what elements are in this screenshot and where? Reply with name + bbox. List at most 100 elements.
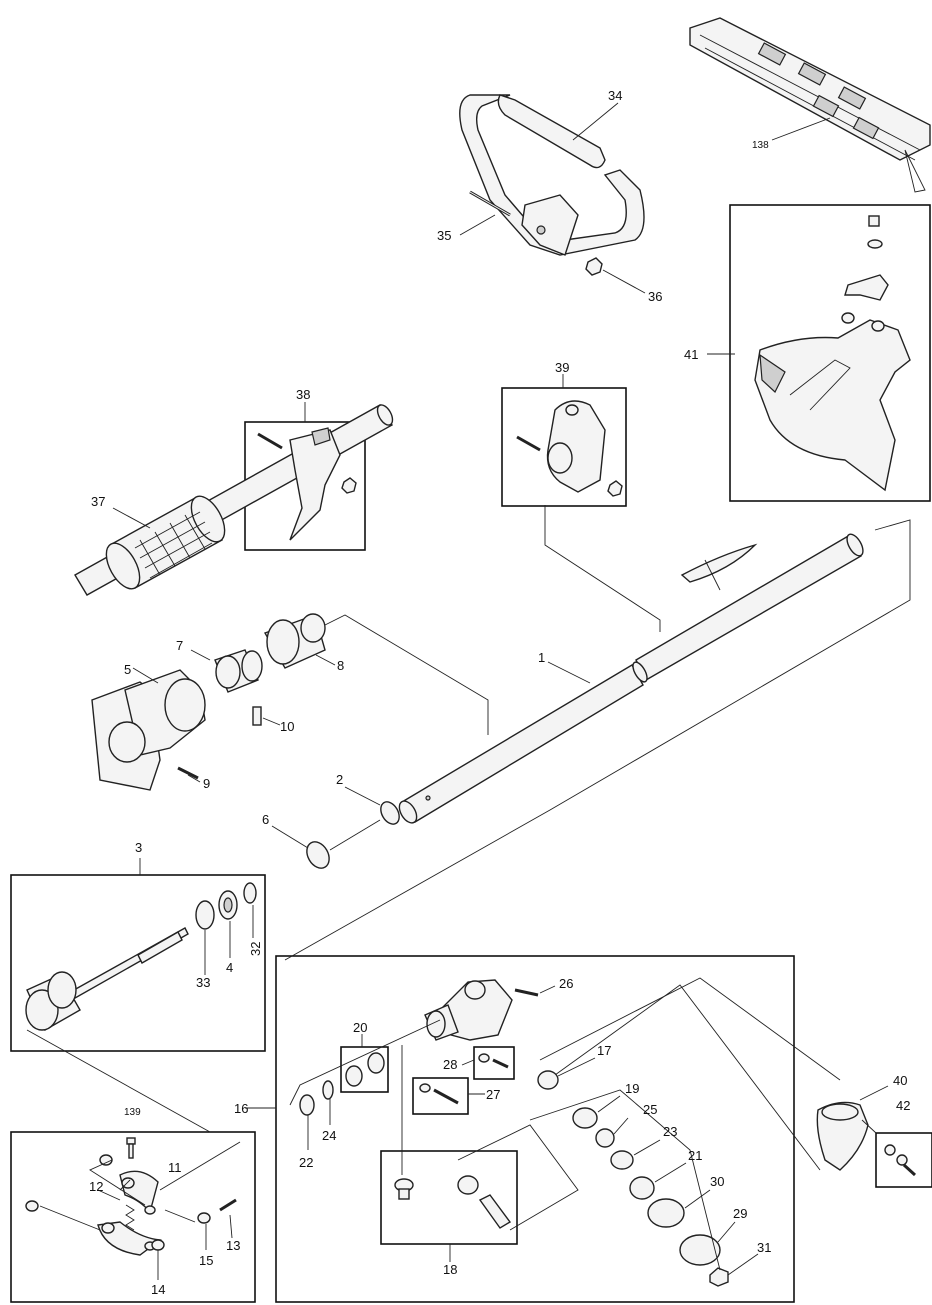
ring-32 — [243, 882, 257, 904]
bearing-19 — [572, 1107, 598, 1129]
callout-3: 3 — [135, 840, 142, 855]
callout-24: 24 — [322, 1128, 336, 1143]
callout-13: 13 — [226, 1238, 240, 1253]
bolt-42 — [902, 1163, 917, 1177]
circlip-23 — [610, 1150, 634, 1170]
callout-26: 26 — [559, 976, 573, 991]
callout-41: 41 — [684, 347, 698, 362]
callout-6: 6 — [262, 812, 269, 827]
bearing-17 — [537, 1070, 559, 1090]
washer-left — [25, 1200, 39, 1212]
callout-40: 40 — [893, 1073, 907, 1088]
washer-15 — [197, 1212, 211, 1224]
callout-23: 23 — [663, 1124, 677, 1139]
group-box-139 — [10, 1131, 256, 1303]
callout-139: 139 — [124, 1107, 141, 1118]
sleeve-8 — [263, 613, 326, 669]
callout-20: 20 — [353, 1020, 367, 1035]
callout-39: 39 — [555, 360, 569, 375]
bolt-139 — [126, 1137, 136, 1159]
group-box-42 — [875, 1132, 932, 1188]
callout-18: 18 — [443, 1262, 457, 1277]
nut-36 — [585, 257, 603, 276]
callout-19: 19 — [625, 1081, 639, 1096]
group-box-3 — [10, 874, 266, 1052]
bolt-13 — [219, 1198, 237, 1212]
washer-14 — [151, 1239, 165, 1251]
washer-42b — [896, 1154, 908, 1166]
bolt-27 — [419, 1083, 459, 1105]
blade-guard — [754, 215, 911, 492]
callout-14: 14 — [151, 1282, 165, 1297]
callout-4: 4 — [226, 960, 233, 975]
callout-29: 29 — [733, 1206, 747, 1221]
callout-35: 35 — [437, 228, 451, 243]
callout-1: 1 — [538, 650, 545, 665]
clamp-39 — [516, 400, 623, 497]
callout-8: 8 — [337, 658, 344, 673]
group-box-27 — [412, 1077, 469, 1115]
washer-upper — [99, 1154, 113, 1166]
callout-25: 25 — [643, 1102, 657, 1117]
washer-42a — [884, 1144, 896, 1156]
callout-34: 34 — [608, 88, 622, 103]
circlip-2 — [380, 801, 400, 825]
callout-12: 12 — [89, 1179, 103, 1194]
group-box-28 — [473, 1046, 515, 1080]
nozzle-18b — [457, 1175, 512, 1229]
callout-32: 32 — [248, 942, 263, 956]
sleeve-25 — [595, 1128, 615, 1148]
callout-21: 21 — [688, 1148, 702, 1163]
bearing-20b — [367, 1052, 385, 1074]
drive-shaft-3 — [25, 927, 189, 1031]
callout-28: 28 — [443, 1057, 457, 1072]
bolt-9 — [177, 766, 199, 780]
bolt-10 — [252, 706, 262, 726]
nozzle-18a — [394, 1178, 414, 1200]
callout-27: 27 — [486, 1087, 500, 1102]
callout-11: 11 — [168, 1160, 182, 1175]
bolt-28 — [478, 1053, 509, 1069]
ring-24 — [322, 1080, 334, 1100]
callout-16: 16 — [234, 1101, 248, 1116]
gear-case-16 — [424, 979, 513, 1041]
callout-15: 15 — [199, 1253, 213, 1268]
callout-2: 2 — [336, 772, 343, 787]
guard-40 — [816, 1101, 869, 1171]
main-shaft-pipe — [398, 533, 864, 824]
loop-handle — [459, 94, 645, 256]
callout-22: 22 — [299, 1155, 313, 1170]
label-decal — [680, 543, 758, 583]
gear-housing-5 — [91, 669, 206, 791]
plate-29 — [679, 1234, 721, 1266]
bearing-20a — [345, 1065, 363, 1087]
callout-37: 37 — [91, 494, 105, 509]
callout-30: 30 — [710, 1174, 724, 1189]
callout-138: 138 — [752, 140, 769, 151]
bolt-35 — [469, 190, 511, 217]
callout-42: 42 — [896, 1098, 910, 1113]
callout-38: 38 — [296, 387, 310, 402]
callout-31: 31 — [757, 1240, 771, 1255]
clamp-7 — [214, 649, 263, 693]
circlip-22 — [299, 1094, 315, 1116]
harness-strap — [689, 17, 931, 193]
spring-12 — [125, 1204, 135, 1231]
grip-37 — [105, 495, 226, 590]
circlip-33 — [195, 900, 215, 930]
washer-21 — [629, 1176, 655, 1200]
throttle-lever-38 — [257, 427, 357, 541]
bolt-26 — [514, 988, 539, 997]
group-box-18 — [380, 1150, 518, 1245]
callout-10: 10 — [280, 719, 294, 734]
plate-30 — [647, 1198, 685, 1228]
group-box-39 — [501, 387, 627, 507]
callout-36: 36 — [648, 289, 662, 304]
nut-31 — [709, 1267, 729, 1287]
callout-5: 5 — [124, 662, 131, 677]
callout-17: 17 — [597, 1043, 611, 1058]
callout-33: 33 — [196, 975, 210, 990]
group-box-41 — [729, 204, 931, 502]
washer-6 — [306, 841, 330, 869]
